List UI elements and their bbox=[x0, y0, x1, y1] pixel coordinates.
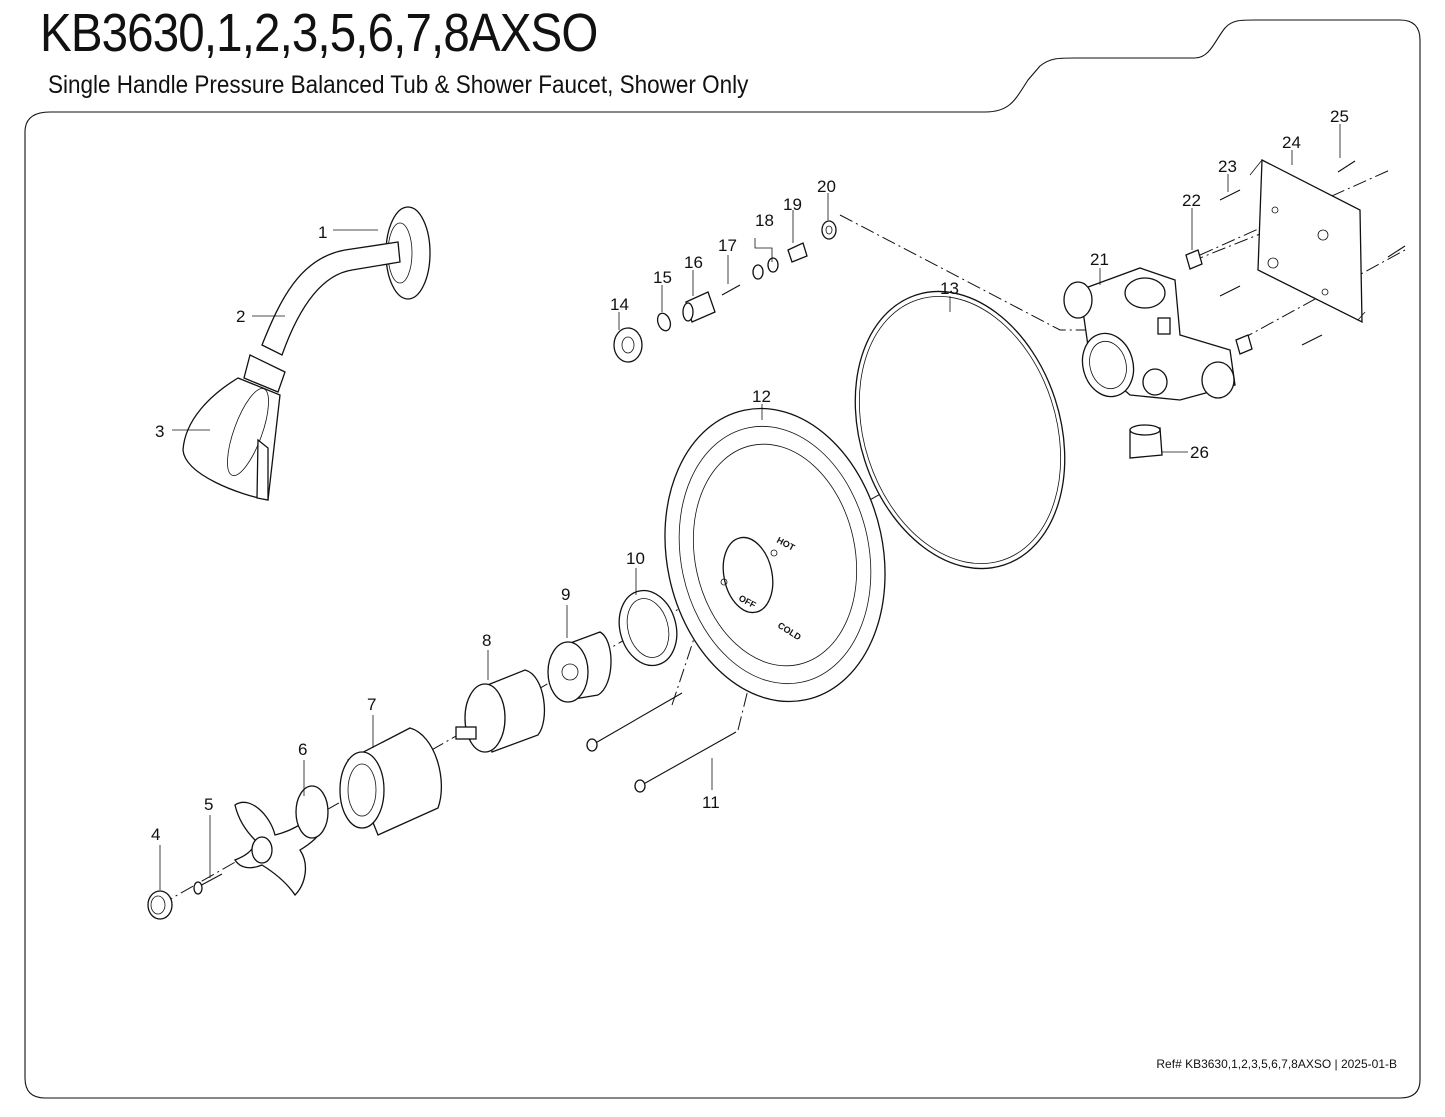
part-stop-seat bbox=[787, 242, 808, 263]
callout-26: 26 bbox=[1190, 443, 1209, 462]
callout-22: 22 bbox=[1182, 191, 1201, 210]
part-cross-handle bbox=[234, 785, 329, 897]
callout-8: 8 bbox=[482, 631, 491, 650]
part-valve-body bbox=[1063, 267, 1236, 401]
callout-25: 25 bbox=[1330, 107, 1349, 126]
callout-15: 15 bbox=[653, 268, 672, 287]
callout-11: 11 bbox=[702, 793, 720, 812]
part-cartridge bbox=[455, 669, 546, 753]
diagram-subtitle: Single Handle Pressure Balanced Tub & Sh… bbox=[48, 71, 749, 99]
callout-16: 16 bbox=[684, 253, 703, 272]
part-stop-cap bbox=[821, 220, 837, 240]
part-stop-spring bbox=[721, 284, 741, 296]
part-stop-washers bbox=[752, 257, 779, 280]
callout-24: 24 bbox=[1282, 133, 1301, 152]
part-index-button bbox=[147, 890, 173, 920]
callout-12: 12 bbox=[752, 387, 771, 406]
part-plate-screws bbox=[1337, 160, 1406, 258]
callout-14: 14 bbox=[610, 295, 629, 314]
part-escutcheon-screws bbox=[586, 692, 737, 793]
part-o-ring-small bbox=[656, 312, 672, 332]
callout-10: 10 bbox=[626, 549, 645, 568]
callout-20: 20 bbox=[817, 177, 836, 196]
callout-18: 18 bbox=[755, 211, 774, 230]
part-stop-stem bbox=[682, 291, 716, 323]
callout-2: 2 bbox=[236, 307, 245, 326]
part-mounting-plate bbox=[1249, 158, 1366, 324]
callout-23: 23 bbox=[1218, 157, 1237, 176]
callout-4: 4 bbox=[151, 825, 160, 844]
part-retaining-ring bbox=[618, 589, 678, 667]
part-spacers bbox=[1185, 249, 1253, 355]
part-handle-screw bbox=[193, 873, 223, 895]
part-shower-head bbox=[182, 354, 286, 501]
part-escutcheon-plate: HOT OFF COLD bbox=[664, 407, 886, 703]
callout-17: 17 bbox=[718, 236, 737, 255]
callout-7: 7 bbox=[367, 695, 376, 714]
part-shower-arm bbox=[261, 241, 401, 356]
callout-1: 1 bbox=[318, 223, 327, 242]
callout-3: 3 bbox=[155, 422, 164, 441]
center-line-mount-lower bbox=[1239, 249, 1406, 341]
diagram-title: KB3630,1,2,3,5,6,7,8AXSO bbox=[40, 3, 598, 63]
part-trim-sleeve bbox=[339, 727, 442, 836]
footer-reference: Ref# KB3630,1,2,3,5,6,7,8AXSO | 2025-01-… bbox=[1156, 1057, 1397, 1071]
callout-9: 9 bbox=[561, 585, 570, 604]
part-test-plug bbox=[1129, 424, 1163, 459]
callout-5: 5 bbox=[204, 795, 213, 814]
callout-21: 21 bbox=[1090, 250, 1109, 269]
part-escutcheon-gasket bbox=[854, 290, 1066, 570]
callout-13: 13 bbox=[940, 279, 959, 298]
part-balancing-spool bbox=[547, 631, 612, 703]
callout-6: 6 bbox=[298, 740, 307, 759]
leader-lines bbox=[159, 124, 1341, 890]
part-stop-nut bbox=[613, 327, 643, 363]
frame-border bbox=[24, 19, 1421, 1099]
callout-19: 19 bbox=[783, 195, 802, 214]
